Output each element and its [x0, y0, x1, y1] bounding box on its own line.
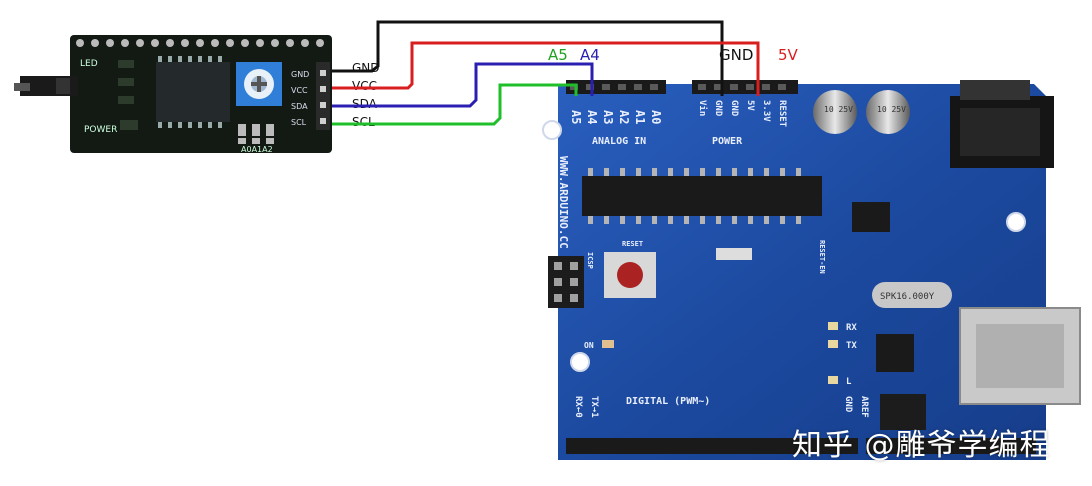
pin-label-scl: SCL: [352, 115, 375, 129]
chip-legs: [158, 56, 222, 128]
arduino-uno-board: A5 A4 A3 A2 A1 A0 ANALOG IN Vin GND GND …: [542, 80, 1081, 460]
digital-pwm-label: DIGITAL (PWM~): [626, 396, 710, 407]
power-header: [692, 80, 798, 94]
analog-pin-a0: A0: [649, 110, 663, 124]
silk-pin-gnd: GND: [291, 70, 309, 79]
power-pin-gnd-1: GND: [713, 100, 723, 117]
address-label: A0A1A2: [241, 145, 273, 154]
watermark: 知乎 @雕爷学编程: [792, 428, 1051, 463]
tx-led-label: TX: [846, 341, 857, 351]
icsp2-header: [880, 394, 926, 430]
usb-interface-chip: [876, 334, 914, 372]
reset-label: RESET: [622, 240, 643, 248]
mounting-hole: [542, 120, 562, 140]
pcf8574-chip: [156, 62, 230, 122]
wire-label-a4: A4: [580, 46, 600, 64]
contrast-potentiometer: [236, 62, 282, 106]
analog-pin-a5: A5: [569, 110, 583, 124]
power-label: POWER: [712, 136, 743, 147]
capacitor-label: 10 25V: [824, 105, 853, 114]
electrolytic-capacitor: 10 25V: [813, 90, 857, 134]
led-label: LED: [80, 59, 98, 69]
pin-label-vcc: VCC: [352, 79, 377, 93]
on-led: [602, 340, 614, 348]
wires: [332, 20, 760, 126]
rx-led-label: RX: [846, 323, 857, 333]
analog-pin-a2: A2: [617, 110, 631, 124]
mounting-hole: [1006, 212, 1026, 232]
digital-header-1: [566, 438, 858, 454]
address-pads: [238, 124, 274, 144]
arduino-url: WWW.ARDUINO.CC: [557, 156, 570, 249]
mounting-hole: [570, 352, 590, 372]
wire-label-5v: 5V: [778, 46, 799, 64]
i2c-header: [316, 62, 330, 130]
wire-label-a5: A5: [548, 46, 568, 64]
silk-pin-scl: SCL: [291, 118, 307, 127]
on-led-label: ON: [584, 341, 594, 350]
wire-scl: [332, 83, 578, 126]
silk-pin-vcc: VCC: [291, 86, 308, 95]
wire-sda: [332, 62, 594, 108]
icsp-header: [548, 256, 584, 308]
silk-pin-sda: SDA: [291, 102, 308, 111]
backlight-jumper: [14, 76, 78, 96]
analog-pin-a4: A4: [585, 110, 599, 124]
voltage-regulator: [960, 80, 1030, 100]
digital-header-2: [866, 438, 1036, 454]
icsp-label: ICSP: [586, 252, 594, 269]
atmega328-chip: [582, 176, 822, 216]
analog-pin-a3: A3: [601, 110, 615, 124]
tx-pin-label: TX→1: [589, 396, 599, 418]
wire-vcc: [332, 41, 760, 96]
smd-component: [716, 248, 752, 260]
power-pin-5v: 5V: [745, 100, 755, 111]
reset-en-label: RESET-EN: [818, 240, 826, 274]
capacitor-label: 10 25V: [877, 105, 906, 114]
crystal: [872, 282, 952, 308]
atmega-legs: [588, 168, 801, 224]
rx-pin-label: RX←0: [573, 396, 583, 418]
aref-label: AREF: [859, 396, 869, 418]
reset-button: [617, 262, 643, 288]
wire-gnd: [332, 20, 724, 96]
smd-chip: [852, 202, 890, 232]
crystal-label: SPK16.000Y: [880, 292, 935, 302]
power-pin-reset: RESET: [777, 100, 787, 128]
electrolytic-capacitor: 10 25V: [866, 90, 910, 134]
i2c-lcd-adapter-module: LED POWER A0: [14, 35, 332, 154]
power-pin-vin: Vin: [697, 100, 708, 116]
wire-label-gnd: GND: [719, 46, 753, 64]
analog-pin-a1: A1: [633, 110, 647, 124]
power-pin-gnd-2: GND: [729, 100, 739, 117]
power-pin-3v3: 3.3V: [761, 100, 771, 122]
power-label: POWER: [84, 125, 117, 135]
pin-label-sda: SDA: [352, 97, 378, 111]
l-led-label: L: [846, 377, 852, 387]
analog-in-label: ANALOG IN: [592, 136, 646, 147]
gnd-digital-label: GND: [843, 396, 853, 413]
i2c-module-header-holes: [76, 39, 324, 47]
